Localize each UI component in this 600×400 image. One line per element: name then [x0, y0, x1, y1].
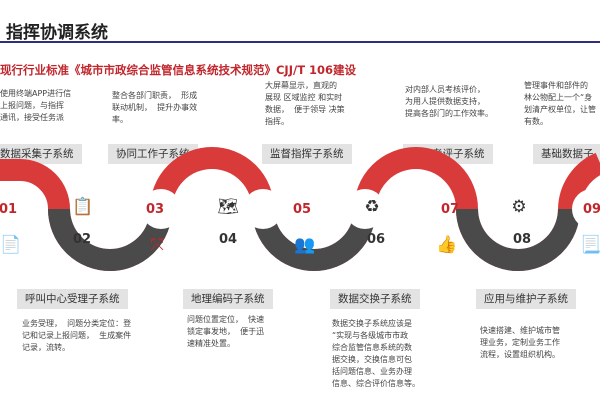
- title-divider: [0, 41, 600, 43]
- page-title: 指挥协调系统: [6, 23, 108, 43]
- desc-app-maintenance: 快速搭建、维护城市管 理业务，定制业务工作 流程，设置组织机构。: [480, 326, 560, 359]
- step-number-01: 01: [0, 202, 18, 217]
- step-number-02: 02: [72, 232, 92, 247]
- label-supervision: 监督指挥子系统: [262, 144, 352, 164]
- clipboard-icon: 📋: [72, 197, 94, 217]
- label-data-collection: 数据采集子系统: [0, 144, 82, 164]
- step-number-08: 08: [512, 232, 532, 247]
- step-number-09: 09: [582, 202, 600, 217]
- label-basic-data: 基础数据子: [533, 144, 600, 164]
- node-07: [396, 189, 436, 229]
- document-search-icon: 📄: [0, 235, 22, 255]
- step-number-03: 03: [145, 202, 165, 217]
- label-collaboration: 协同工作子系统: [108, 144, 198, 164]
- label-app-maintenance: 应用与维护子系统: [476, 289, 576, 309]
- thumbs-up-icon: 👍: [436, 235, 458, 255]
- label-geocoding: 地理编码子系统: [183, 289, 273, 309]
- desc-basic-data: 管理事件和部件的 林公物配上一个“身 划清产权单位，让管 有数。: [524, 81, 596, 126]
- node-02: [90, 189, 130, 229]
- step-number-04: 04: [218, 232, 238, 247]
- step-number-06: 06: [366, 232, 386, 247]
- wave-band-bottom: [48, 208, 580, 272]
- map-icon: 🗺: [217, 197, 239, 217]
- node-05: [243, 189, 283, 229]
- desc-data-exchange: 数据交换子系统应该是 “实现与各级城市市政 综合监管信息系统的数 据交换，交换信…: [332, 319, 420, 388]
- label-call-center: 呼叫中心受理子系统: [17, 289, 128, 309]
- step-number-07: 07: [440, 202, 460, 217]
- node-08: [498, 189, 538, 229]
- recycle-icon: ♻: [364, 197, 380, 217]
- route-arrows-icon: ⤧: [150, 235, 164, 255]
- desc-data-collection: 使用终端APP进行信 上报问题，与指挥 通讯，接受任务派: [0, 89, 72, 122]
- node-09: [572, 189, 600, 229]
- label-data-exchange: 数据交换子系统: [330, 289, 420, 309]
- gear-icon: ⚙: [511, 197, 527, 217]
- node-06: [345, 189, 385, 229]
- standard-subtitle: 现行行业标准《城市市政综合监管信息系统技术规范》CJJ/T 106建设: [0, 63, 357, 77]
- desc-evaluation: 对内部人员考核评价， 为用人提供数据支持， 提高各部门的工作效率。: [405, 85, 493, 118]
- desc-call-center: 业务受理， 问题分类定位：登 记和记录上报问题， 生成案件 记录，流转。: [22, 319, 132, 352]
- document-icon: 📃: [580, 235, 600, 255]
- people-network-icon: 👥: [294, 235, 316, 255]
- desc-supervision: 大屏幕显示，直观的 展现 区域监控 和实时 数据， 便于领导 决策 指挥。: [265, 81, 345, 126]
- node-01: [0, 189, 28, 229]
- node-04: [192, 189, 232, 229]
- step-number-05: 05: [292, 202, 312, 217]
- desc-geocoding: 问题位置定位， 快速 锁定事发地， 便于迅 速精准处置。: [187, 315, 265, 348]
- node-03: [141, 189, 181, 229]
- desc-collaboration: 整合各部门职责， 形成 联动机制， 提升办事效 率。: [112, 91, 198, 124]
